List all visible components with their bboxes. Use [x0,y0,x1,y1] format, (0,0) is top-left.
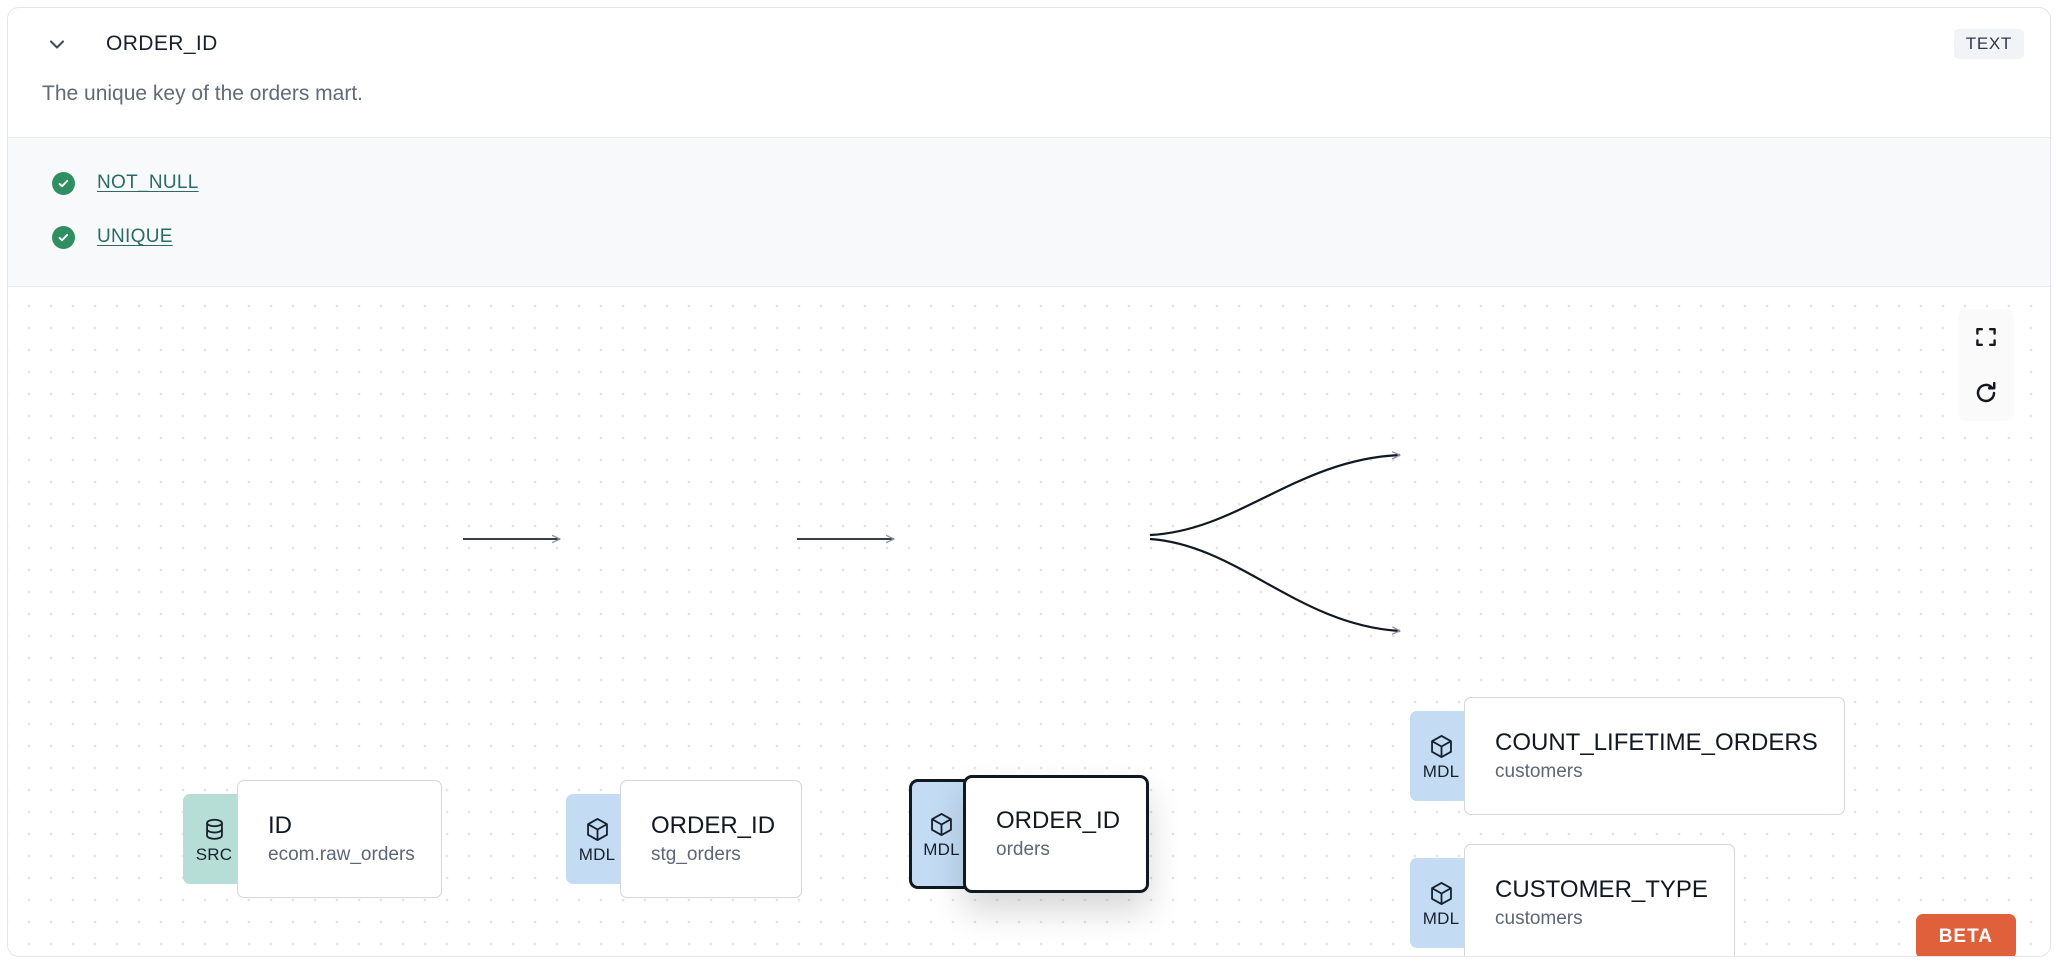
lineage-node-src-id[interactable]: SRC ID ecom.raw_orders [183,780,442,899]
tests-section: NOT_NULL UNIQUE [8,137,2050,288]
node-badge-label: MDL [1422,761,1460,781]
node-name: COUNT_LIFETIME_ORDERS [1495,729,1818,757]
check-circle-icon [52,171,75,195]
node-body: CUSTOMER_TYPE customers [1464,844,1735,956]
lineage-node-stg-order-id[interactable]: MDL ORDER_ID stg_orders [566,780,803,899]
lineage-canvas[interactable]: SRC ID ecom.raw_orders MDL ORDER_ID stg_… [8,287,2050,956]
chevron-down-icon[interactable] [42,29,72,59]
test-row: NOT_NULL [42,156,2016,210]
page-title: ORDER_ID [106,32,218,55]
node-name: ORDER_ID [996,807,1121,835]
refresh-icon [1976,382,1996,403]
lineage-node-orders-order-id[interactable]: MDL ORDER_ID orders [909,775,1150,894]
lineage-node-count-lifetime-orders[interactable]: MDL COUNT_LIFETIME_ORDERS customers [1410,697,1845,816]
node-subtitle: customers [1495,908,1583,930]
cube-icon [1430,734,1452,758]
node-badge-label: MDL [923,839,960,859]
cube-icon [931,812,952,836]
node-body: COUNT_LIFETIME_ORDERS customers [1464,697,1845,816]
node-badge-label: MDL [1422,908,1460,928]
node-name: ORDER_ID [651,812,776,840]
node-subtitle: orders [996,839,1050,861]
column-description: The unique key of the orders mart. [42,82,363,105]
column-type-badge: TEXT [1953,29,2024,59]
node-badge-label: MDL [578,844,616,864]
cube-icon [1430,881,1452,905]
node-subtitle: stg_orders [651,844,741,866]
column-detail-card: ORDER_ID TEXT The unique key of the orde… [7,7,2051,957]
node-badge-mdl: MDL [1410,858,1472,949]
reset-view-button[interactable] [1958,365,2014,421]
node-body: ORDER_ID orders [963,775,1150,894]
node-body: ORDER_ID stg_orders [620,780,803,899]
test-link-not-null[interactable]: NOT_NULL [97,172,199,194]
beta-badge[interactable]: BETA [1915,914,2016,956]
node-badge-label: SRC [195,844,233,864]
canvas-controls [1958,309,2014,422]
check-circle-icon [52,225,75,249]
fit-screen-icon [1976,328,1996,347]
lineage-node-customer-type[interactable]: MDL CUSTOMER_TYPE customers [1410,844,1735,956]
cube-icon [586,817,608,841]
fit-view-button[interactable] [1958,309,2014,365]
node-name: CUSTOMER_TYPE [1495,876,1708,904]
node-badge-src: SRC [183,794,245,885]
database-icon [205,818,223,840]
node-name: ID [268,812,292,840]
node-subtitle: ecom.raw_orders [268,844,415,866]
test-row: UNIQUE [42,210,2016,264]
node-badge-mdl: MDL [909,779,971,890]
node-badge-mdl: MDL [1410,711,1472,802]
node-body: ID ecom.raw_orders [237,780,442,899]
node-badge-mdl: MDL [566,794,628,885]
card-header: ORDER_ID TEXT [8,8,2050,80]
test-link-unique[interactable]: UNIQUE [97,226,173,248]
node-subtitle: customers [1495,761,1583,783]
